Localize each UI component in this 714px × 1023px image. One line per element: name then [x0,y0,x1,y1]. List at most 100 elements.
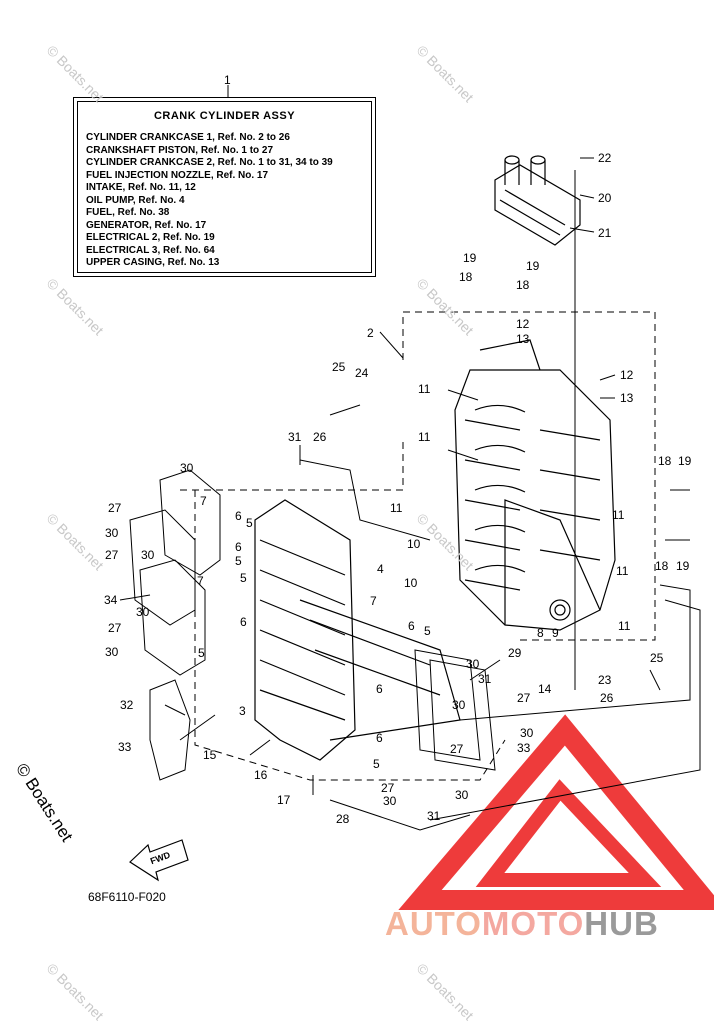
callout-number: 18 [459,270,473,284]
callout-number: 11 [418,382,431,396]
assembly-legend: CRANK CYLINDER ASSY CYLINDER CRANKCASE 1… [73,97,376,277]
leader-lines [119,85,661,716]
legend-line: GENERATOR, Ref. No. 17 [86,219,207,231]
callout-number: 16 [254,768,268,782]
crankcase-block-left [254,499,461,761]
callout-number: 30 [180,461,194,475]
callout-number: 30 [105,526,119,540]
callout-number: 34 [104,593,118,607]
callout-number: 14 [538,682,552,696]
callout-number: 26 [600,691,614,705]
callout-number: 11 [612,508,625,522]
callout-number: 33 [517,741,531,755]
gaskets [129,469,221,781]
callout-number: 30 [383,794,397,808]
callout-number: 5 [373,757,380,771]
brand-part-moto: MOTO [481,905,585,942]
callout-number: 7 [197,574,204,588]
crankcase-block-right [454,339,616,631]
callout-number: 25 [332,360,346,374]
callout-number: 15 [203,748,217,762]
callout-number: 6 [376,682,383,696]
legend-line: UPPER CASING, Ref. No. 13 [86,257,220,268]
legend-line: INTAKE, Ref. No. 11, 12 [86,182,196,193]
callout-number: 27 [381,781,395,795]
callout-number: 30 [452,698,466,712]
callout-number: 29 [508,646,522,660]
bolts [179,404,690,795]
callout-number: 12 [516,317,530,331]
callout-number: 25 [650,651,664,665]
exploded-parts-diagram [119,85,714,910]
brand-part-hub: HUB [584,905,659,942]
callout-number: 30 [520,726,534,740]
callout-number: 21 [598,226,612,240]
legend-line: ELECTRICAL 2, Ref. No. 19 [86,232,215,243]
callout-number: 30 [105,645,119,659]
callout-number: 18 [516,278,530,292]
callout-number: 13 [620,391,634,405]
callout-number: 5 [198,646,205,660]
callout-number: 5 [424,624,431,638]
callout-number: 27 [517,691,531,705]
brand-part-auto: AUTO [385,905,482,942]
callout-number: 12 [620,368,634,382]
callout-number: 3 [239,704,246,718]
callout-number: 6 [240,615,247,629]
callout-number: 10 [404,576,418,590]
legend-line: FUEL INJECTION NOZZLE, Ref. No. 17 [86,169,269,181]
callout-number: 7 [370,594,377,608]
hoses [299,459,701,831]
callout-number: 6 [235,540,242,554]
callout-number: 6 [235,509,242,523]
callout-number: 24 [355,366,369,380]
callout-number: 28 [336,812,350,826]
callout-number: 18 [655,559,669,573]
callout-number: 30 [141,548,155,562]
callout-number: 19 [526,259,540,273]
callout-number: 13 [516,332,530,346]
legend-line: FUEL, Ref. No. 38 [86,207,170,218]
callout-number: 32 [120,698,134,712]
legend-line: CYLINDER CRANKCASE 2, Ref. No. 1 to 31, … [86,157,333,168]
legend-line: CRANKSHAFT PISTON, Ref. No. 1 to 27 [86,144,274,156]
callout-number: 22 [598,151,612,165]
brand-wordmark: AUTOMOTOHUB [385,905,659,943]
callout-number: 27 [108,501,122,515]
callout-number: 23 [598,673,612,687]
legend-line: OIL PUMP, Ref. No. 4 [86,194,185,206]
callout-number: 26 [313,430,327,444]
callout-number: 8 [537,626,544,640]
brand-triangle-logo [398,714,714,910]
callout-number: 6 [408,619,415,633]
callout-number: 31 [288,430,302,444]
callout-number: 17 [277,793,291,807]
figure-code: 68F6110-F020 [88,890,166,904]
callout-number: 7 [200,494,207,508]
callout-number: 19 [678,454,692,468]
callout-number: 11 [418,430,431,444]
callout-number: 19 [463,251,477,265]
callout-number: 30 [455,788,469,802]
callout-number: 19 [676,559,690,573]
callout-number: 4 [377,562,384,576]
callout-number: 11 [390,501,403,515]
gaskets-lower [414,649,496,771]
legend-inner-frame: CRANK CYLINDER ASSY CYLINDER CRANKCASE 1… [77,101,372,273]
callout-number: 30 [136,605,150,619]
callout-number: 33 [118,740,132,754]
callout-number: 2 [367,326,374,340]
callout-number: 5 [246,516,253,530]
legend-title: CRANK CYLINDER ASSY [153,110,296,122]
assembly-boundary [180,311,656,781]
callout-number: 6 [376,731,383,745]
fwd-arrow [129,839,189,882]
callout-number: 27 [105,548,119,562]
legend-line: ELECTRICAL 3, Ref. No. 64 [86,244,215,256]
legend-ref-number: 1 [224,73,231,87]
callout-number: 27 [450,742,464,756]
callout-number: 10 [407,537,421,551]
callout-number: 5 [235,554,242,568]
cover-plate [494,155,581,246]
callout-number: 20 [598,191,612,205]
